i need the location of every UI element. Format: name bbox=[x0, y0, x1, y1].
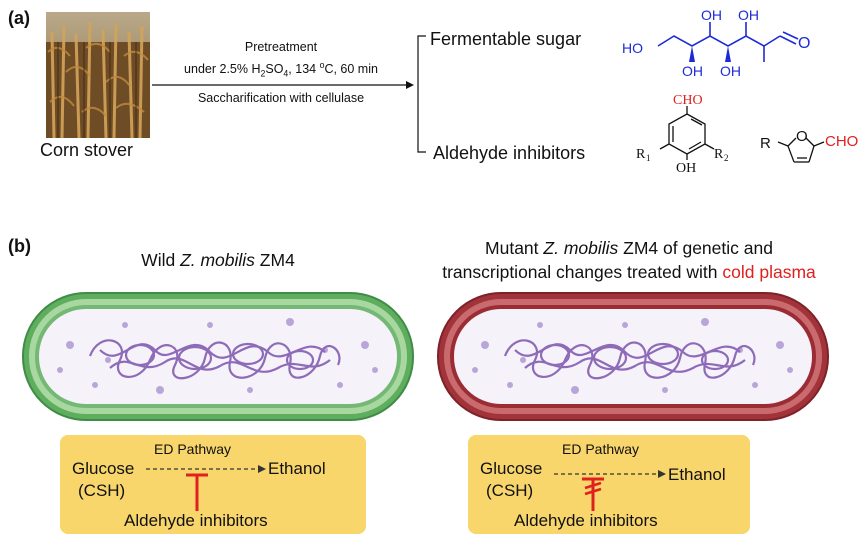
pretreatment-conditions: under 2.5% H2SO4, 134 oC, 60 min bbox=[184, 60, 378, 79]
wild-title: Wild Z. mobilis ZM4 bbox=[141, 250, 295, 270]
sugar-oh-2: OH bbox=[701, 7, 722, 23]
mutant-glucose: Glucose bbox=[480, 459, 543, 478]
sugar-oh-5: OH bbox=[720, 63, 741, 79]
wild-ethanol: Ethanol bbox=[268, 459, 326, 478]
sugar-oh-1: HO bbox=[622, 40, 643, 56]
mutant-pathway-arrows bbox=[554, 470, 666, 511]
furfural-structure: R O CHO bbox=[760, 128, 858, 163]
wild-glucose: Glucose bbox=[72, 459, 135, 478]
product-bracket bbox=[417, 35, 426, 153]
corn-stover-label: Corn stover bbox=[40, 140, 134, 160]
wild-ribosomes bbox=[57, 318, 378, 394]
benz-cho: CHO bbox=[673, 93, 703, 108]
furfural-r: R bbox=[760, 135, 771, 152]
aldehyde-inhibitors-label: Aldehyde inhibitors bbox=[433, 143, 586, 163]
mutant-aldehyde-inhibitors: Aldehyde inhibitors bbox=[514, 511, 658, 530]
glucose-structure: HO OH OH OH OH O bbox=[622, 7, 810, 79]
saccharification-label: Saccharification with cellulase bbox=[197, 91, 365, 105]
furfural-cho: CHO bbox=[825, 133, 858, 150]
benz-r2-sub: 2 bbox=[724, 153, 729, 163]
mutant-pathway-box: ED Pathway Glucose (CSH) Ethanol Aldehyd… bbox=[468, 435, 750, 534]
sugar-oh-3: OH bbox=[738, 7, 759, 23]
wild-dna bbox=[88, 339, 341, 380]
furfural-o: O bbox=[796, 128, 808, 145]
benzaldehyde-structure: CHO R 1 R 2 OH bbox=[636, 93, 729, 176]
fermentable-sugar-label: Fermentable sugar bbox=[430, 29, 582, 49]
mutant-csh: (CSH) bbox=[486, 481, 534, 500]
process-arrow bbox=[152, 81, 414, 89]
mutant-bacterium bbox=[437, 292, 829, 421]
wild-bacterium bbox=[22, 292, 414, 421]
sugar-oh-4: OH bbox=[682, 63, 703, 79]
benz-r1: R bbox=[636, 147, 646, 162]
benz-r2: R bbox=[714, 147, 724, 162]
sugar-o: O bbox=[798, 35, 810, 52]
pretreatment-label: Pretreatment bbox=[244, 40, 318, 54]
benz-r1-sub: 1 bbox=[646, 153, 651, 163]
benz-oh: OH bbox=[676, 161, 696, 176]
wild-ed-pathway: ED Pathway bbox=[154, 441, 232, 457]
panel-a-label: (a) bbox=[8, 8, 30, 28]
corn-stover-photo bbox=[46, 12, 150, 138]
mutant-ed-pathway: ED Pathway bbox=[562, 441, 640, 457]
wild-pathway-box: ED Pathway Glucose (CSH) Ethanol Aldehyd… bbox=[60, 435, 366, 534]
wild-pathway-arrows bbox=[146, 465, 266, 511]
mutant-ribosomes bbox=[472, 318, 793, 394]
wild-aldehyde-inhibitors: Aldehyde inhibitors bbox=[124, 511, 268, 530]
mutant-title: Mutant Z. mobilis ZM4 of genetic and tra… bbox=[442, 238, 816, 282]
panel-b-label: (b) bbox=[8, 236, 31, 256]
mutant-dna bbox=[503, 339, 756, 380]
mutant-ethanol: Ethanol bbox=[668, 465, 726, 484]
wild-csh: (CSH) bbox=[78, 481, 126, 500]
